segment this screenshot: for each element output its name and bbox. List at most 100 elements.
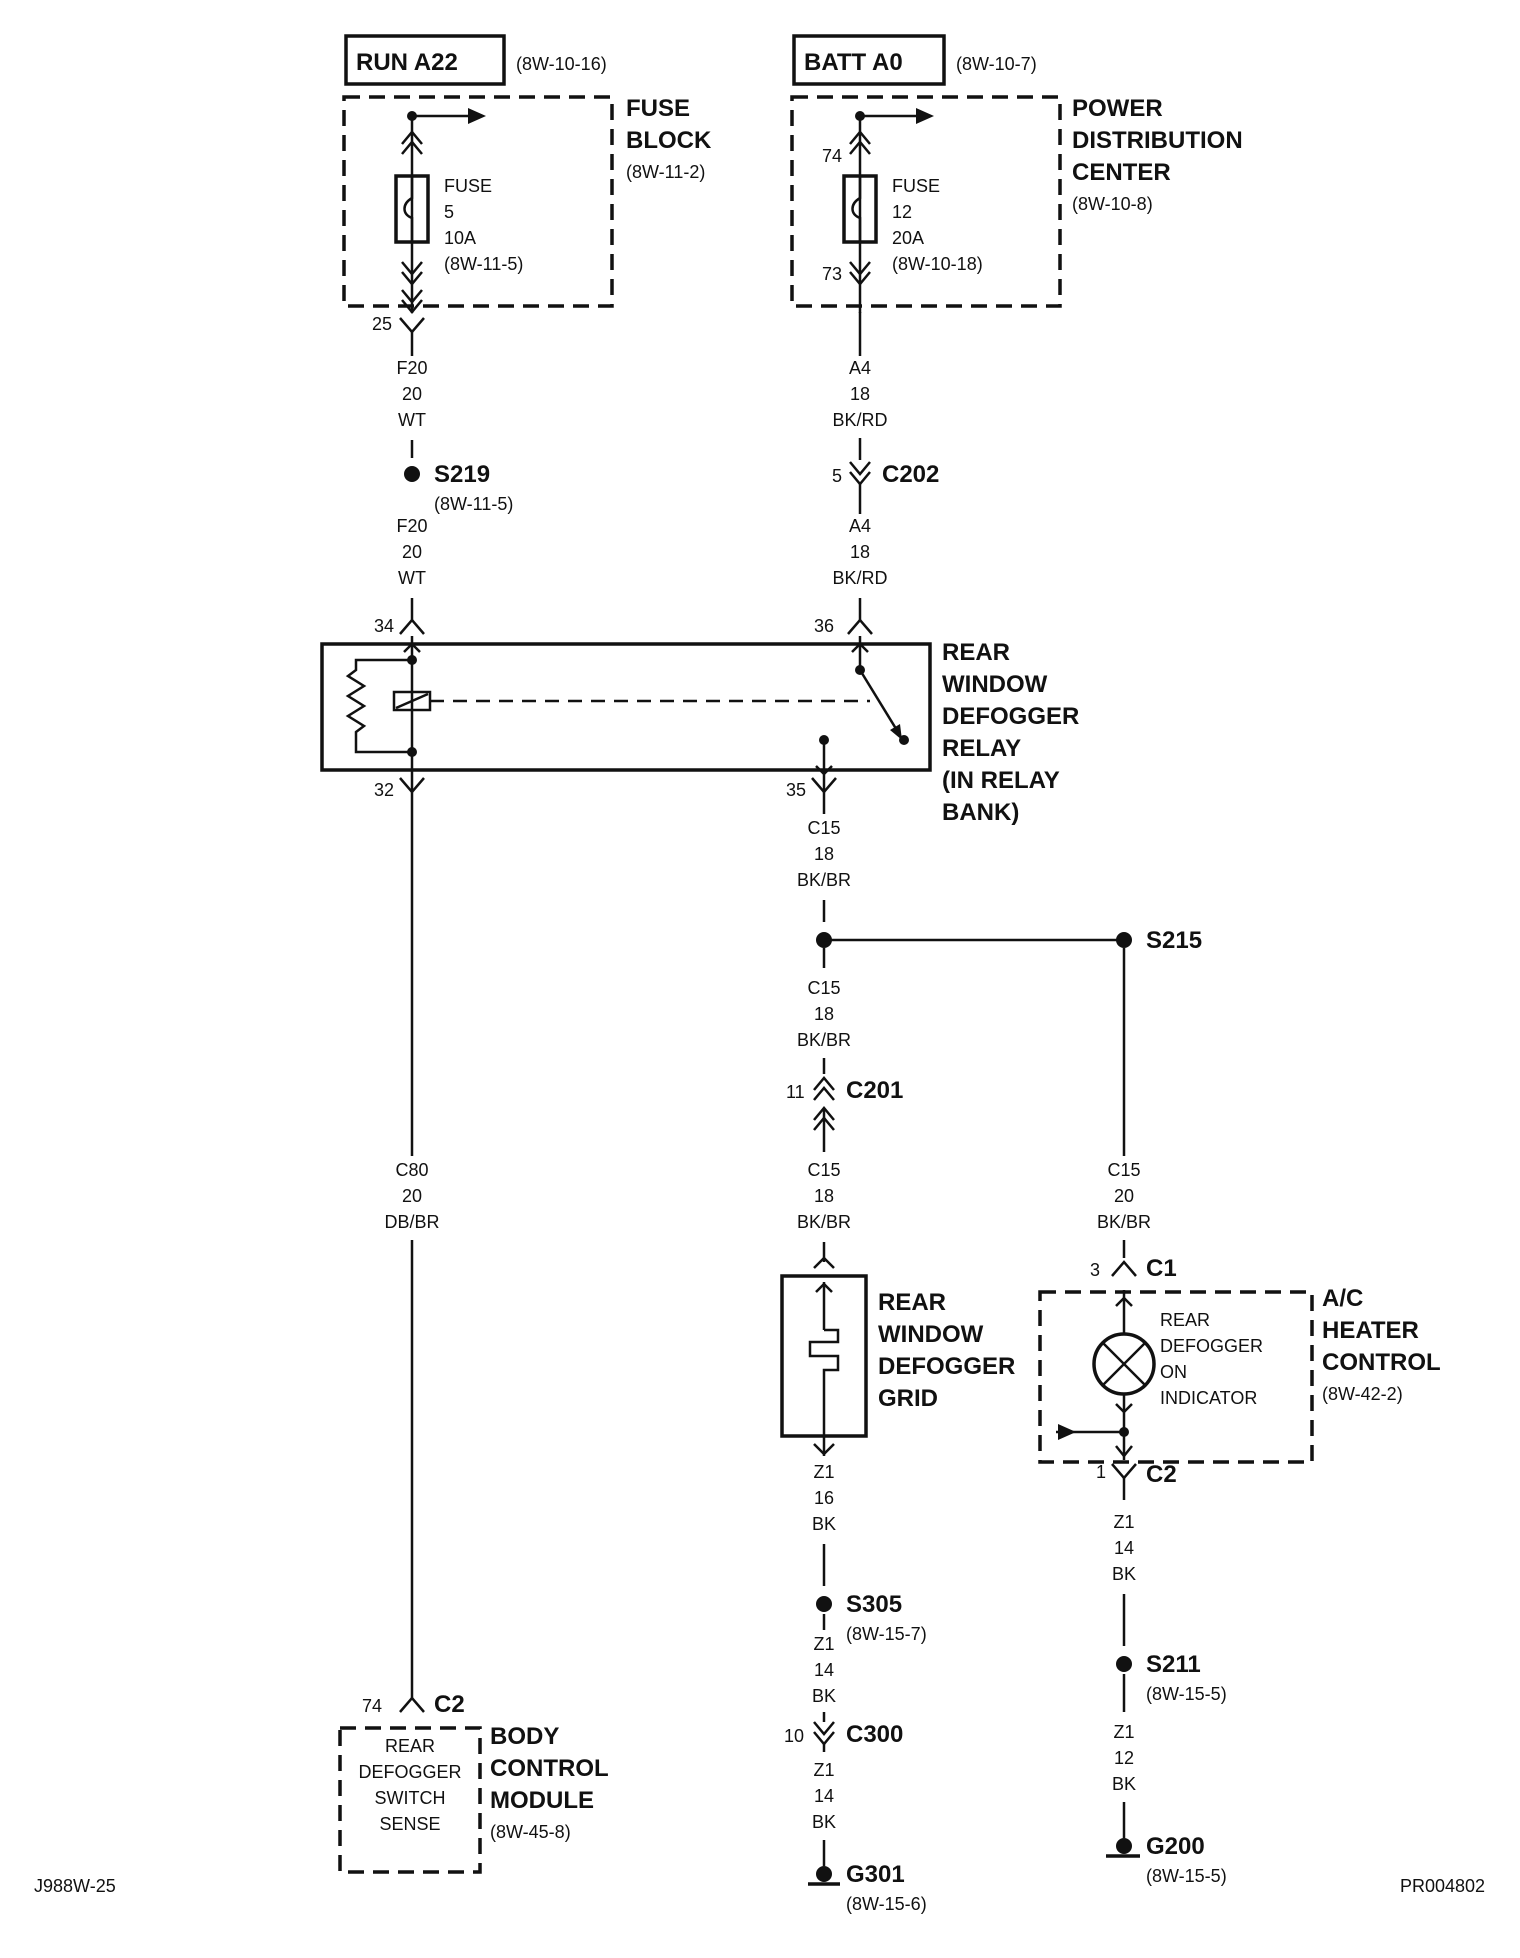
svg-text:G200: G200 bbox=[1146, 1833, 1205, 1860]
bcm-connector-c2: 74 C2 bbox=[362, 1691, 465, 1718]
svg-text:14: 14 bbox=[814, 1786, 834, 1806]
svg-text:POWER: POWER bbox=[1072, 95, 1163, 122]
fuse-12 bbox=[842, 174, 878, 244]
svg-text:DEFOGGER: DEFOGGER bbox=[358, 1762, 461, 1782]
svg-text:18: 18 bbox=[850, 542, 870, 562]
svg-text:73: 73 bbox=[822, 264, 842, 284]
connector-c201: 11 C201 bbox=[786, 1076, 903, 1131]
svg-text:A4: A4 bbox=[849, 516, 871, 536]
svg-text:F20: F20 bbox=[396, 516, 427, 536]
svg-text:S215: S215 bbox=[1146, 927, 1202, 954]
svg-text:Z1: Z1 bbox=[813, 1462, 834, 1482]
wire-c15-upper: C15 18 BK/BR bbox=[797, 792, 851, 922]
svg-text:18: 18 bbox=[814, 1004, 834, 1024]
rear-window-defogger-grid: REAR WINDOW DEFOGGER GRID bbox=[780, 1274, 1015, 1438]
svg-text:C15: C15 bbox=[1107, 1160, 1140, 1180]
svg-text:C201: C201 bbox=[846, 1077, 903, 1104]
svg-text:DISTRIBUTION: DISTRIBUTION bbox=[1072, 127, 1243, 154]
svg-text:(8W-10-18): (8W-10-18) bbox=[892, 254, 983, 274]
svg-text:BK/BR: BK/BR bbox=[1097, 1212, 1151, 1232]
wire-a4-upper: A4 18 BK/RD bbox=[832, 312, 888, 460]
svg-text:BK: BK bbox=[812, 1514, 836, 1534]
svg-text:(8W-11-2): (8W-11-2) bbox=[626, 162, 705, 182]
hc-connector-c2: 1 C2 bbox=[1096, 1461, 1177, 1500]
svg-text:14: 14 bbox=[814, 1660, 834, 1680]
svg-text:BK/BR: BK/BR bbox=[797, 870, 851, 890]
svg-text:BODY: BODY bbox=[490, 1723, 559, 1750]
wire-z1-s211: Z1 12 BK bbox=[1112, 1674, 1136, 1838]
svg-text:BANK): BANK) bbox=[942, 799, 1019, 826]
splice-s211: S211 (8W-15-5) bbox=[1116, 1651, 1227, 1704]
svg-text:C15: C15 bbox=[807, 1160, 840, 1180]
svg-text:DEFOGGER: DEFOGGER bbox=[878, 1353, 1015, 1380]
svg-text:(8W-15-5): (8W-15-5) bbox=[1146, 1866, 1227, 1886]
splice-s219: S219 (8W-11-5) bbox=[404, 461, 513, 514]
power-distribution-center: POWER DISTRIBUTION CENTER (8W-10-8) 74 F… bbox=[790, 95, 1243, 313]
svg-text:Z1: Z1 bbox=[1113, 1512, 1134, 1532]
connector-c300: 10 C300 bbox=[784, 1721, 903, 1748]
svg-text:(8W-42-2): (8W-42-2) bbox=[1322, 1384, 1403, 1404]
svg-text:32: 32 bbox=[374, 780, 394, 800]
svg-text:10A: 10A bbox=[444, 228, 476, 248]
svg-text:12: 12 bbox=[892, 202, 912, 222]
wire-c80: C80 20 DB/BR bbox=[384, 792, 440, 1698]
fuse-block: FUSE BLOCK (8W-11-2) FUSE 5 10A (8W-11-5… bbox=[342, 95, 712, 334]
svg-text:Z1: Z1 bbox=[813, 1760, 834, 1780]
source-run-a22: RUN A22 (8W-10-16) bbox=[344, 34, 607, 86]
svg-text:BK/BR: BK/BR bbox=[797, 1030, 851, 1050]
svg-text:FUSE: FUSE bbox=[444, 176, 492, 196]
svg-text:S219: S219 bbox=[434, 461, 490, 488]
svg-text:C2: C2 bbox=[434, 1691, 465, 1718]
svg-text:WINDOW: WINDOW bbox=[878, 1321, 984, 1348]
svg-text:MODULE: MODULE bbox=[490, 1787, 594, 1814]
svg-text:GRID: GRID bbox=[878, 1385, 938, 1412]
svg-text:74: 74 bbox=[822, 146, 842, 166]
connector-c202: 5 C202 bbox=[832, 461, 939, 488]
svg-text:(8W-15-7): (8W-15-7) bbox=[846, 1624, 927, 1644]
svg-text:CONTROL: CONTROL bbox=[1322, 1349, 1441, 1376]
svg-text:Z1: Z1 bbox=[1113, 1722, 1134, 1742]
svg-text:18: 18 bbox=[814, 1186, 834, 1206]
ground-g301: G301 (8W-15-6) bbox=[808, 1861, 927, 1914]
svg-text:CONTROL: CONTROL bbox=[490, 1755, 609, 1782]
svg-text:20: 20 bbox=[402, 1186, 422, 1206]
svg-text:A4: A4 bbox=[849, 358, 871, 378]
wire-f20-upper: F20 20 WT bbox=[396, 332, 428, 458]
fuse-5 bbox=[394, 174, 430, 244]
wire-c15-lower: C15 18 BK/BR bbox=[797, 1108, 851, 1269]
svg-text:WT: WT bbox=[398, 568, 426, 588]
svg-text:BK: BK bbox=[812, 1812, 836, 1832]
svg-text:REAR: REAR bbox=[385, 1736, 435, 1756]
svg-text:ON: ON bbox=[1160, 1362, 1187, 1382]
svg-text:(8W-45-8): (8W-45-8) bbox=[490, 1822, 571, 1842]
svg-text:C300: C300 bbox=[846, 1721, 903, 1748]
svg-text:35: 35 bbox=[786, 780, 806, 800]
svg-text:C2: C2 bbox=[1146, 1461, 1177, 1488]
footer-left-code: J988W-25 bbox=[34, 1876, 116, 1896]
svg-text:REAR: REAR bbox=[878, 1289, 946, 1316]
svg-text:34: 34 bbox=[374, 616, 394, 636]
svg-text:(IN RELAY: (IN RELAY bbox=[942, 767, 1060, 794]
svg-text:RELAY: RELAY bbox=[942, 735, 1021, 762]
svg-text:18: 18 bbox=[850, 384, 870, 404]
junction-s215: S215 bbox=[816, 927, 1202, 954]
svg-text:20: 20 bbox=[402, 542, 422, 562]
body-control-module: REAR DEFOGGER SWITCH SENSE BODY CONTROL … bbox=[338, 1723, 609, 1874]
svg-text:WINDOW: WINDOW bbox=[942, 671, 1048, 698]
svg-text:DEFOGGER: DEFOGGER bbox=[942, 703, 1079, 730]
svg-text:C15: C15 bbox=[807, 818, 840, 838]
svg-text:11: 11 bbox=[786, 1082, 805, 1102]
svg-text:BK: BK bbox=[1112, 1564, 1136, 1584]
svg-text:1: 1 bbox=[1096, 1462, 1106, 1482]
svg-text:5: 5 bbox=[444, 202, 454, 222]
svg-text:S211: S211 bbox=[1146, 1651, 1201, 1678]
ground-g200: G200 (8W-15-5) bbox=[1106, 1833, 1227, 1886]
svg-text:WT: WT bbox=[398, 410, 426, 430]
wire-z1-s305: Z1 14 BK bbox=[812, 1614, 836, 1722]
svg-text:(8W-10-7): (8W-10-7) bbox=[956, 54, 1037, 74]
wire-f20-lower: F20 20 WT 34 bbox=[374, 516, 428, 636]
splice-s305: S305 (8W-15-7) bbox=[816, 1591, 927, 1644]
svg-text:20: 20 bbox=[402, 384, 422, 404]
wire-c15-s215: C15 20 BK/BR bbox=[1097, 948, 1151, 1258]
svg-text:(8W-15-6): (8W-15-6) bbox=[846, 1894, 927, 1914]
